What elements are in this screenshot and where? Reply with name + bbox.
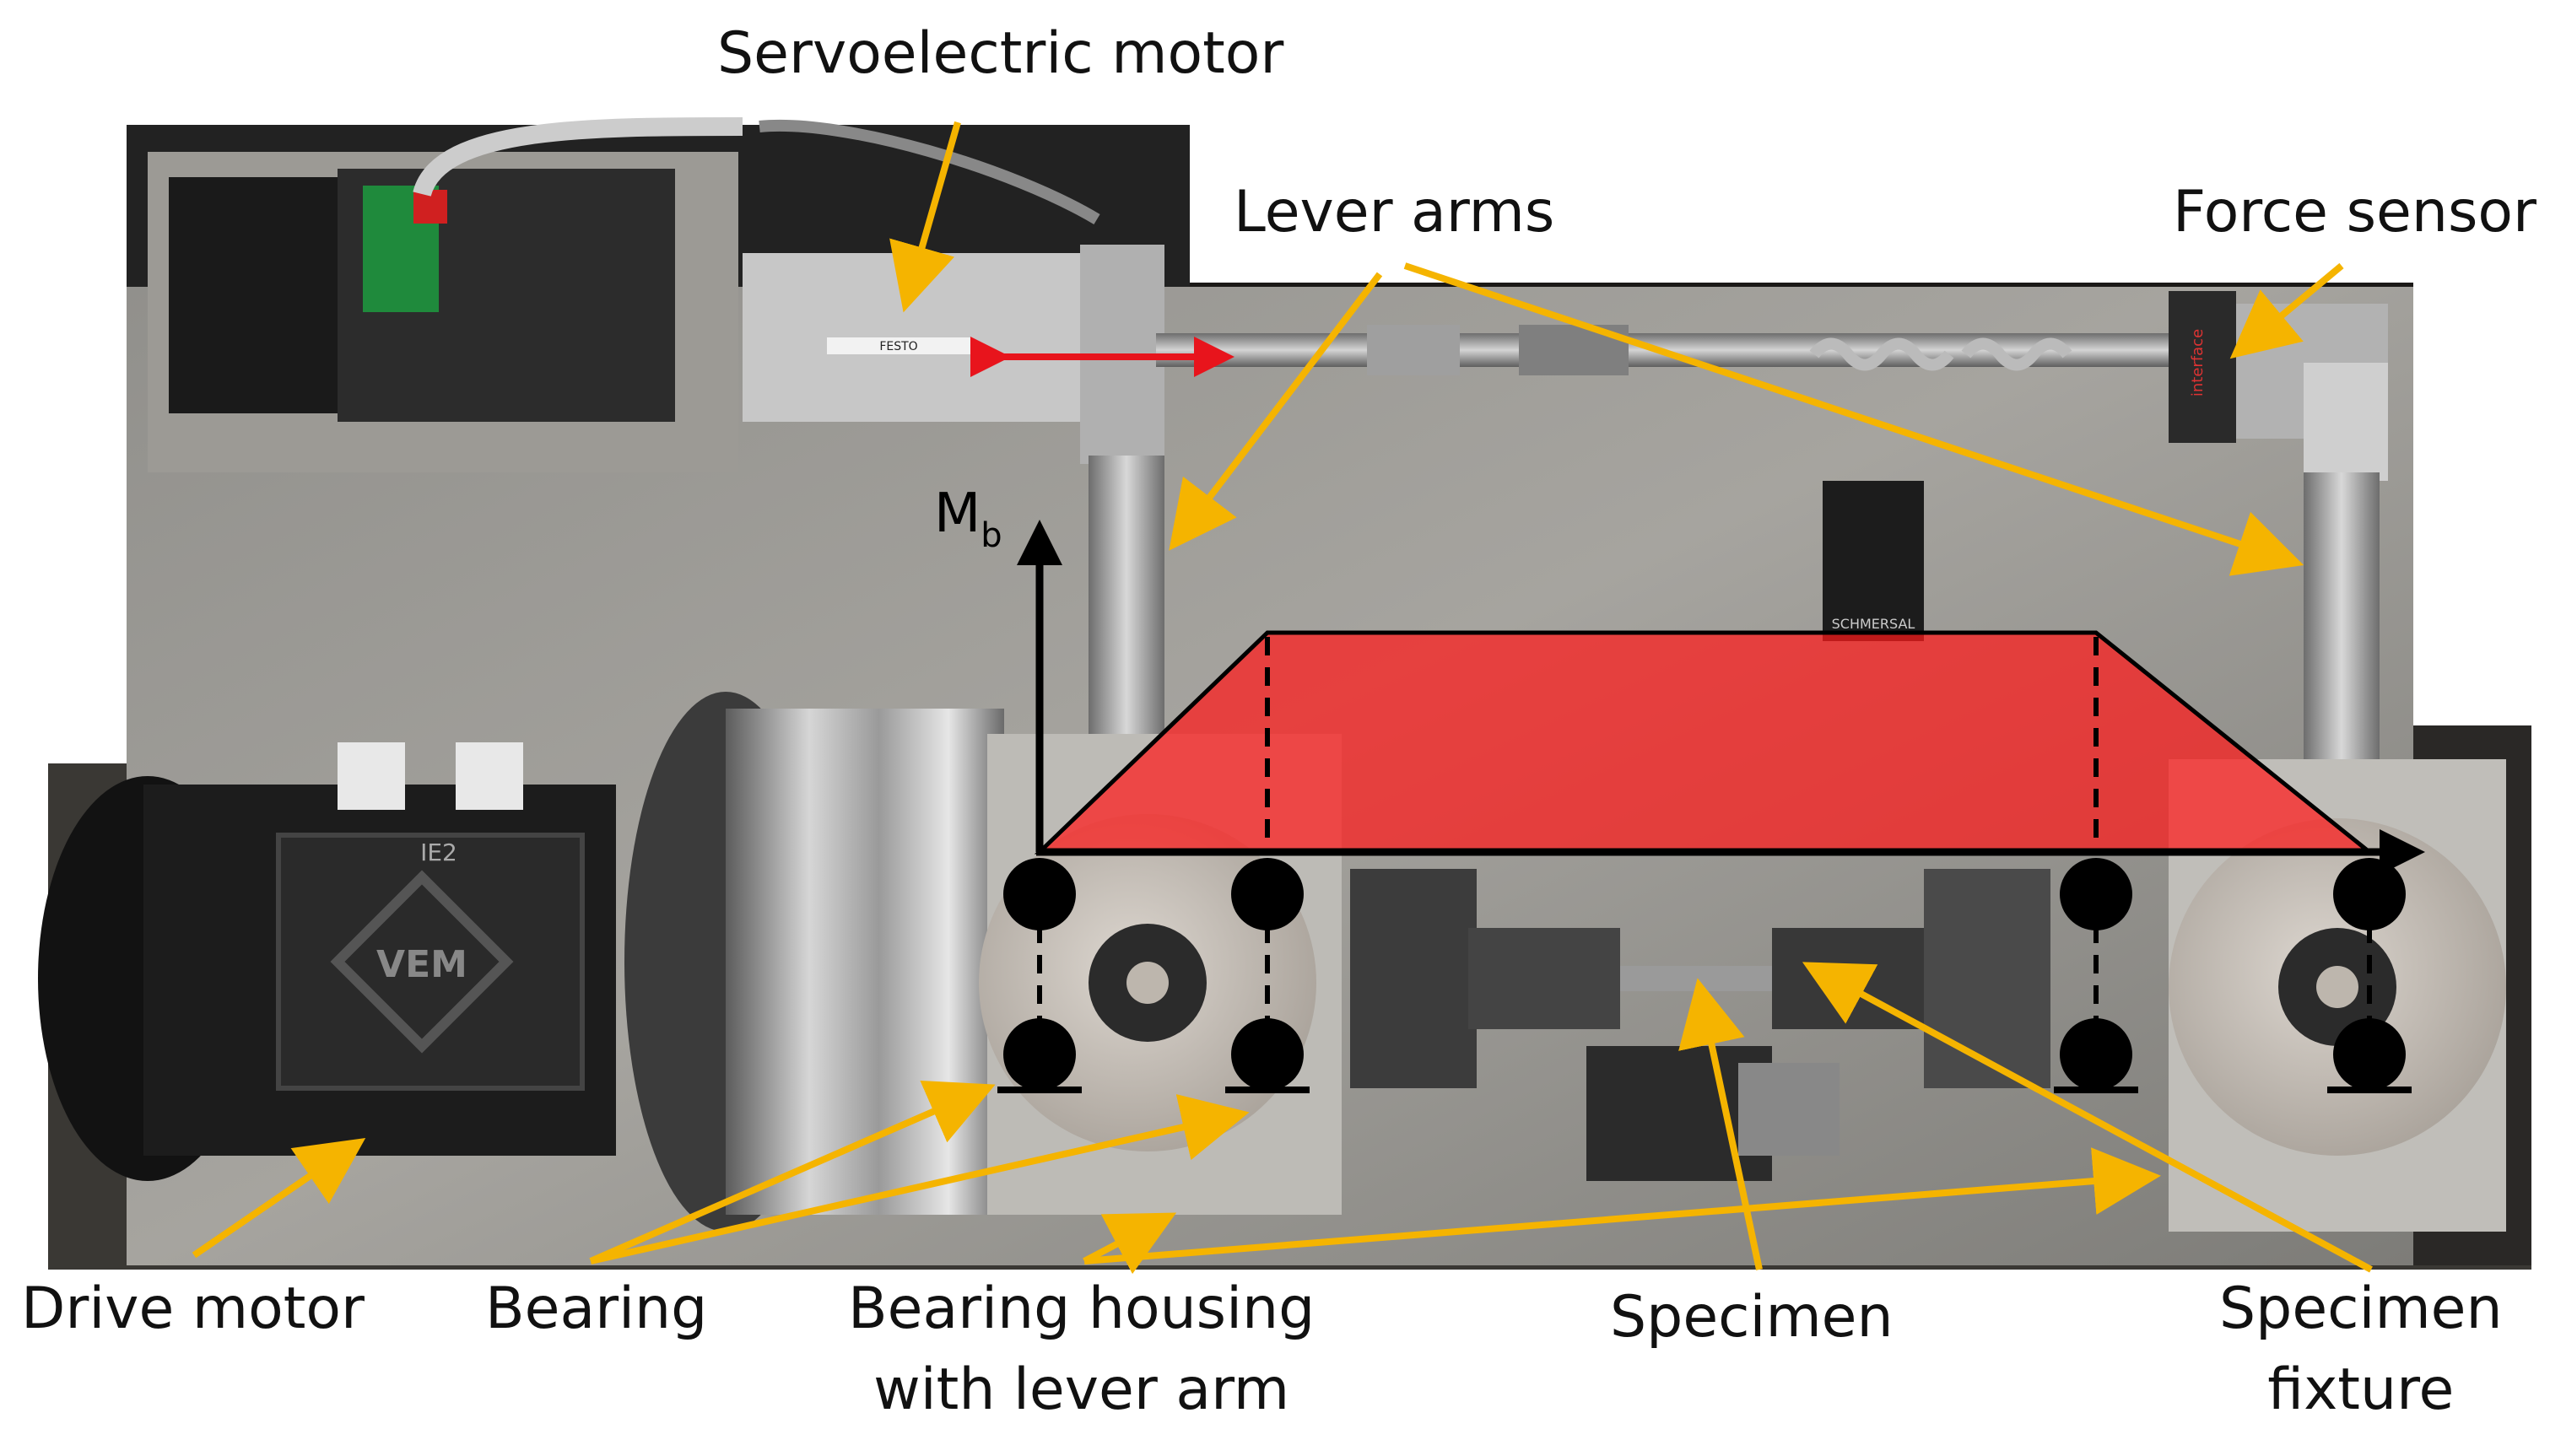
- label-specimen-fixture: Specimen fixture: [2219, 1281, 2503, 1419]
- arrow-lever-arm-right: [1403, 262, 2304, 576]
- annotation-arrows: [192, 121, 2373, 1275]
- support-points: [1003, 858, 2406, 1091]
- drive-motor: VEM IE2: [38, 742, 616, 1181]
- motor-plate-text: IE2: [420, 839, 457, 866]
- arrow-bearing-right: [590, 1094, 1250, 1265]
- label-specimen-fixture-line1: Specimen: [2219, 1275, 2503, 1342]
- support-dot: [2060, 1018, 2132, 1091]
- arrow-lever-arm-left: [1169, 272, 1383, 551]
- support-dot: [2333, 1018, 2406, 1091]
- label-specimen: Specimen: [1610, 1284, 1894, 1351]
- label-specimen-fixture-line2: fixture: [2267, 1356, 2455, 1423]
- label-bearing-housing-line1: Bearing housing: [848, 1275, 1316, 1342]
- arrow-bearing-left: [589, 1080, 996, 1265]
- lever-linkage: interface: [1156, 291, 2388, 481]
- mb-symbol: M: [934, 483, 981, 545]
- sensor-brand-text: interface: [2189, 329, 2207, 396]
- label-servoelectric-motor: Servoelectric motor: [717, 20, 1284, 87]
- support-dot: [2333, 858, 2406, 930]
- mb-axis-label: Mb: [934, 483, 1002, 555]
- arrow-force-sensor: [2229, 262, 2344, 359]
- servo-motor-assembly: FESTO: [148, 117, 1164, 472]
- label-bearing-housing: Bearing housing with lever arm: [848, 1281, 1315, 1419]
- arrow-specimen: [1678, 978, 1763, 1270]
- label-lever-arms: Lever arms: [1234, 179, 1555, 245]
- label-force-sensor: Force sensor: [2173, 179, 2536, 245]
- arrow-specimen-fixture: [1802, 962, 2373, 1273]
- mb-subscript: b: [981, 516, 1002, 555]
- switch-brand-text: SCHMERSAL: [1832, 616, 1915, 632]
- motor-brand-text: VEM: [376, 943, 467, 986]
- support-dot: [1003, 1018, 1076, 1091]
- arrow-drive-motor: [192, 1137, 366, 1259]
- arrow-housing-left: [1083, 1212, 1177, 1275]
- arrow-servo-motor: [889, 121, 961, 313]
- lever-posts: [1089, 456, 2380, 776]
- label-bearing: Bearing: [485, 1275, 708, 1342]
- support-dot: [1231, 1018, 1304, 1091]
- support-dot: [1231, 858, 1304, 930]
- support-dot: [1003, 858, 1076, 930]
- label-drive-motor: Drive motor: [21, 1275, 365, 1342]
- label-bearing-housing-line2: with lever arm: [873, 1356, 1290, 1423]
- coupling-cylinder: [624, 692, 1004, 1232]
- support-dot: [2060, 858, 2132, 930]
- servo-brand-text: FESTO: [879, 340, 917, 353]
- safety-switch: SCHMERSAL: [1823, 481, 1924, 641]
- arrow-housing-right: [1083, 1147, 2161, 1265]
